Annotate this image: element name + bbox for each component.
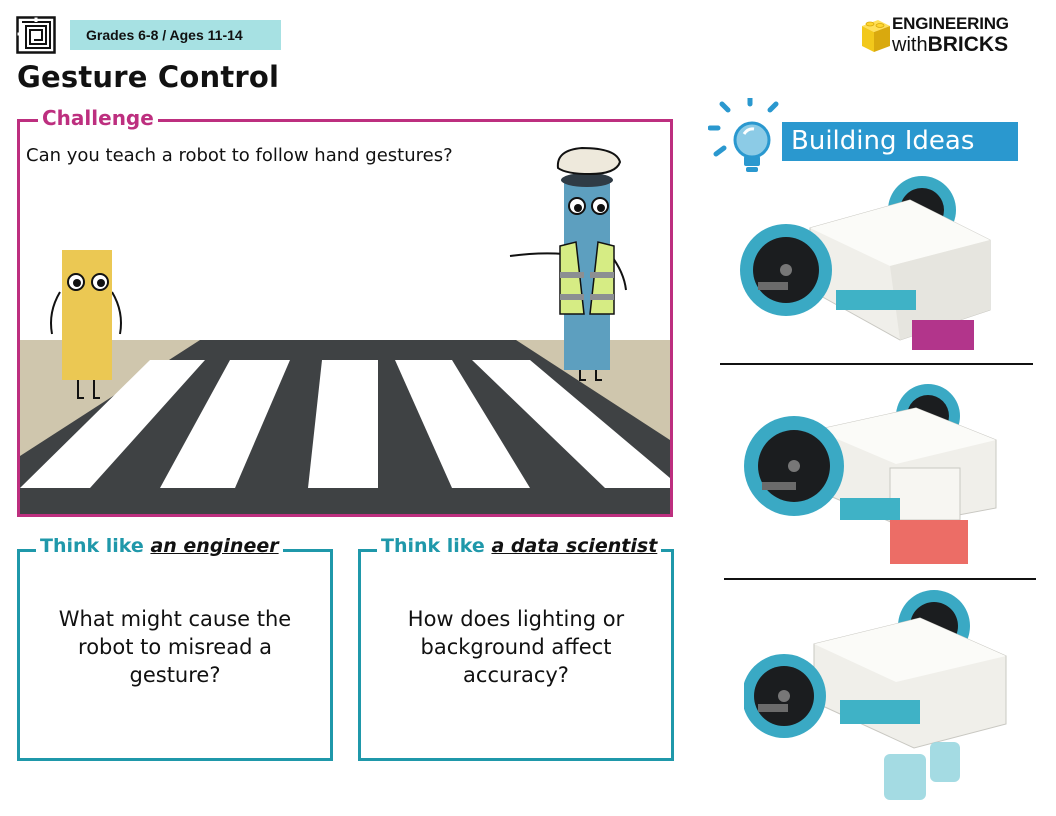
challenge-panel bbox=[17, 119, 673, 517]
crosswalk-stripe bbox=[472, 360, 670, 488]
think-like-data-scientist-label: Think like a data scientist bbox=[377, 535, 662, 557]
crosswalk-stripe bbox=[308, 360, 378, 488]
divider bbox=[724, 578, 1036, 580]
yellow-brick-character bbox=[50, 250, 122, 399]
challenge-question: Can you teach a robot to follow hand ges… bbox=[26, 145, 453, 166]
maze-icon bbox=[16, 16, 56, 54]
robot-car-image bbox=[744, 590, 1007, 800]
think-like-engineer-label: Think like an engineer bbox=[36, 535, 283, 557]
grade-badge: Grades 6-8 / Ages 11-14 bbox=[70, 20, 281, 50]
engineering-with-bricks-logo: ENGINEERING withBRICKS bbox=[858, 14, 1018, 58]
yellow-brick-icon bbox=[862, 20, 890, 52]
lightbulb-icon bbox=[708, 98, 779, 172]
crosswalk-illustration bbox=[20, 146, 670, 514]
crossing-guard-character bbox=[509, 146, 627, 381]
page-title: Gesture Control bbox=[17, 60, 280, 94]
logo-engineering-text: ENGINEERING bbox=[892, 14, 1009, 33]
building-ideas-banner: Building Ideas bbox=[782, 122, 1018, 161]
crosswalk-stripe bbox=[160, 360, 290, 488]
robot-car-image bbox=[744, 384, 997, 564]
challenge-label: Challenge bbox=[38, 106, 158, 130]
crosswalk-stripe bbox=[395, 360, 530, 488]
engineer-question: What might cause the robot to misread a … bbox=[58, 607, 292, 687]
logo-with-bricks-text: withBRICKS bbox=[892, 33, 1009, 56]
robot-car-image bbox=[740, 176, 991, 350]
data-scientist-question: How does lighting or background affect a… bbox=[407, 607, 625, 687]
crosswalk-stripe bbox=[20, 360, 205, 488]
divider bbox=[720, 363, 1033, 365]
